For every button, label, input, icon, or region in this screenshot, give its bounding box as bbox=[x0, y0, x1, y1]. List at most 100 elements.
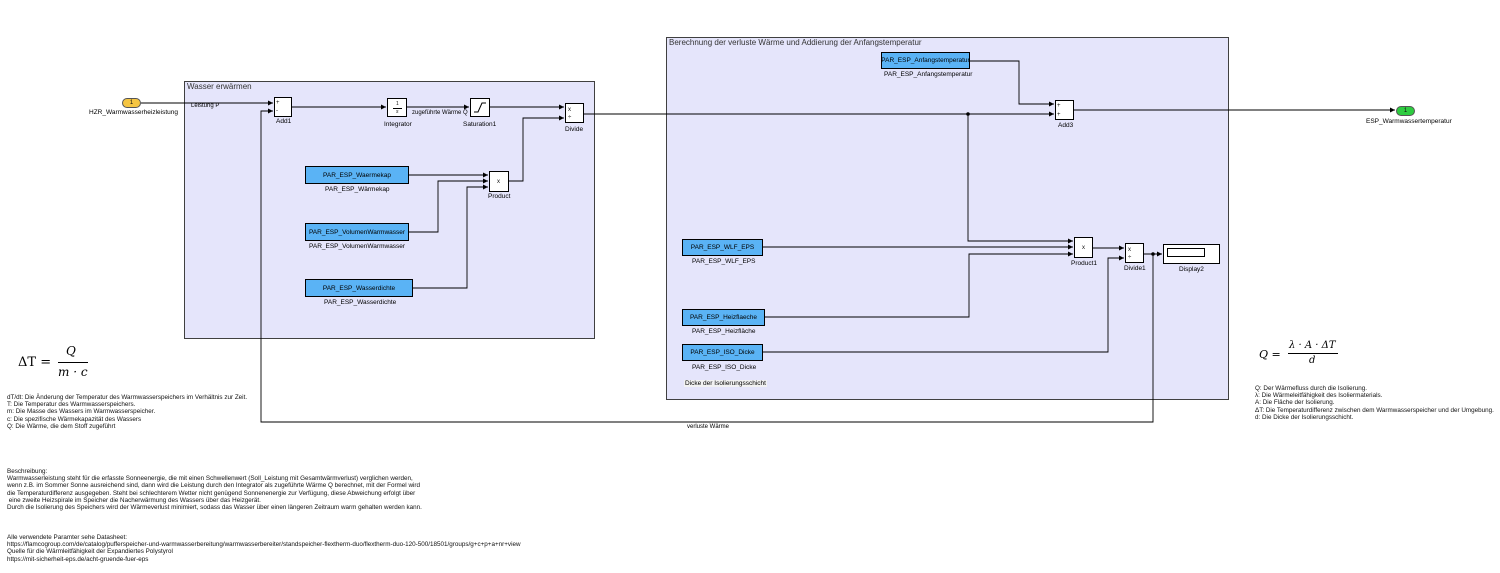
constant-waermekap[interactable]: PAR_ESP_Waermekap bbox=[305, 166, 409, 184]
formula-heat-flux: Q = λ · A · ΔT d bbox=[1259, 340, 1349, 370]
product-block[interactable]: x bbox=[489, 171, 509, 192]
display2-label: Display2 bbox=[1179, 266, 1204, 273]
constant-anfang[interactable]: PAR_ESP_Anfangstemperatur bbox=[881, 52, 970, 69]
constant-iso-value: PAR_ESP_ISO_Dicke bbox=[690, 349, 755, 356]
legend-left-line: m: Die Masse des Wassers im Warmwassersp… bbox=[7, 408, 156, 416]
divide-sign-mul: x bbox=[568, 107, 571, 113]
display2-block[interactable] bbox=[1163, 244, 1220, 264]
description-line: wenn z.B. im Sommer Sonne ausreichend si… bbox=[7, 482, 420, 490]
legend-left-line: dT/dt: Die Änderung der Temperatur des W… bbox=[7, 394, 248, 401]
add3-sign-plus-1: + bbox=[1057, 103, 1061, 109]
description-line: eine zweite Heizspirale im Speicher die … bbox=[7, 496, 261, 504]
outport-label: ESP_Warmwassertemperatur bbox=[1366, 118, 1452, 125]
integrator-label: Integrator bbox=[384, 121, 412, 128]
integrator-fraction-line bbox=[393, 108, 402, 109]
saturation-block[interactable] bbox=[470, 98, 490, 117]
formula-left-num: Q bbox=[66, 344, 76, 358]
formula-right-num: λ · A · ΔT bbox=[1289, 340, 1336, 351]
product-label: Product bbox=[488, 193, 511, 200]
sources-link[interactable]: https://flamcogroup.com/de/catalog/puffe… bbox=[7, 541, 521, 549]
add3-label: Add3 bbox=[1058, 122, 1074, 129]
add3-block[interactable]: + + bbox=[1055, 100, 1074, 120]
legend-right-line: Q: Der Wärmefluss durch die Isolierung. bbox=[1255, 385, 1367, 392]
constant-waermekap-value: PAR_ESP_Waermekap bbox=[323, 171, 391, 179]
legend-right-line: ΔT: Die Temperaturdifferenz zwischen dem… bbox=[1255, 406, 1494, 414]
wire-anfang-add3 bbox=[970, 60, 1054, 107]
integrator-block[interactable]: 1 s bbox=[387, 98, 407, 117]
area-heat-loss[interactable]: Berechnung der verluste Wärme und Addier… bbox=[666, 37, 1229, 400]
constant-anfang-value: PAR_ESP_Anfangstemperatur bbox=[881, 57, 970, 64]
formula-right-den: d bbox=[1309, 355, 1316, 366]
formula-left-lhs: ΔT = bbox=[18, 355, 52, 370]
add1-label: Add1 bbox=[276, 118, 292, 125]
description-line: die Temperaturdifferenz ausgegeben. Steh… bbox=[7, 489, 416, 497]
inport-label: HZR_Warmwasserheizleistung bbox=[89, 109, 178, 116]
area-heat-loss-title: Berechnung der verluste Wärme und Addier… bbox=[669, 38, 922, 47]
description-line: Warmwasserleistung steht für die erfasst… bbox=[7, 475, 413, 483]
constant-dichte-value: PAR_ESP_Wasserdichte bbox=[322, 284, 396, 292]
divide1-sign-mul: x bbox=[1128, 247, 1131, 253]
formula-delta-t: ΔT = Q m · c bbox=[18, 344, 98, 380]
integrator-den: s bbox=[396, 109, 399, 115]
constant-anfang-label: PAR_ESP_Anfangstemperatur bbox=[884, 71, 973, 78]
divide1-block[interactable]: x ÷ bbox=[1125, 243, 1144, 263]
add1-block[interactable]: + - bbox=[274, 97, 292, 117]
divide1-label: Divide1 bbox=[1124, 265, 1146, 272]
description: Beschreibung: Warmwasserleistung steht f… bbox=[7, 468, 422, 511]
constant-iso[interactable]: PAR_ESP_ISO_Dicke bbox=[682, 344, 763, 361]
wire-iso-divide1 bbox=[763, 255, 1124, 353]
signal-label-heat: zugeführte Wärme Q bbox=[412, 110, 468, 116]
legend-left-line: Q: Die Wärme, die dem Stoff zugeführt bbox=[7, 422, 116, 430]
constant-volumen[interactable]: PAR_ESP_VolumenWarmwasser bbox=[305, 223, 409, 241]
description-line: Durch die Isolierung des Speichers wird … bbox=[7, 504, 422, 512]
saturation-curve-icon bbox=[474, 102, 486, 113]
constant-waermekap-label: PAR_ESP_Wärmekap bbox=[325, 186, 390, 193]
formula-left-den: m · c bbox=[58, 365, 88, 379]
constant-dichte[interactable]: PAR_ESP_Wasserdichte bbox=[305, 279, 413, 297]
divide-sign-div: ÷ bbox=[568, 115, 572, 121]
product1-sign-mul: x bbox=[1082, 245, 1085, 251]
display2-screen bbox=[1167, 248, 1205, 257]
sources-link[interactable]: https://mit-sicherheit-eps.de/acht-gruen… bbox=[7, 555, 149, 563]
constant-wlf-value: PAR_ESP_WLF_EPS bbox=[690, 244, 755, 251]
formula-right-bar bbox=[1288, 353, 1338, 354]
legend-left-line: c: Die spezifische Wärmekapazität des Wa… bbox=[7, 415, 142, 423]
signal-label-power: Leistung P bbox=[191, 103, 220, 109]
constant-volumen-label: PAR_ESP_VolumenWarmwasser bbox=[309, 243, 406, 250]
legend-right: Q: Der Wärmefluss durch die Isolierung. … bbox=[1255, 385, 1494, 421]
constant-volumen-value: PAR_ESP_VolumenWarmwasser bbox=[308, 228, 406, 236]
area-water-heating-title: Wasser erwärmen bbox=[187, 82, 252, 91]
integrator-num: 1 bbox=[396, 101, 399, 107]
branch-dot-2 bbox=[1151, 252, 1155, 256]
constant-heizflaeche-label: PAR_ESP_Heizfläche bbox=[692, 328, 756, 335]
wire-product-divide bbox=[509, 115, 564, 182]
formula-left-bar bbox=[58, 362, 88, 363]
formula-right-lhs: Q = bbox=[1259, 348, 1281, 361]
wire-branch-product1 bbox=[967, 114, 1073, 244]
divide-label: Divide bbox=[565, 126, 584, 133]
outport-number: 1 bbox=[1403, 108, 1408, 114]
constant-heizflaeche-value: PAR_ESP_Heizflaeche bbox=[689, 314, 758, 321]
outport-temperature[interactable]: 1 bbox=[1396, 106, 1415, 116]
constant-wlf[interactable]: PAR_ESP_WLF_EPS bbox=[682, 239, 763, 256]
constant-heizflaeche[interactable]: PAR_ESP_Heizflaeche bbox=[682, 309, 765, 326]
product-sign-mul: x bbox=[497, 179, 500, 185]
add3-sign-plus-2: + bbox=[1057, 112, 1061, 118]
divide1-sign-div: ÷ bbox=[1128, 255, 1132, 261]
sources-line: Quelle für die Wärmleitfähigkeit der Exp… bbox=[7, 548, 173, 556]
sources-line: Alle verwendete Paramter sehe Datasheet: bbox=[7, 534, 128, 541]
divide-block[interactable]: x ÷ bbox=[565, 103, 584, 123]
signal-label-loss: verluste Wärme bbox=[687, 424, 730, 430]
wire-loss-feedback bbox=[260, 108, 1154, 423]
constant-dichte-label: PAR_ESP_Wasserdichte bbox=[324, 299, 397, 306]
inport-power[interactable]: 1 bbox=[122, 98, 141, 108]
legend-right-line: d: Die Dicke der Isolierungsschicht. bbox=[1255, 413, 1354, 421]
product1-label: Product1 bbox=[1071, 260, 1098, 267]
constant-iso-label: PAR_ESP_ISO_Dicke bbox=[692, 364, 757, 371]
iso-note: Dicke der Isolierungsschicht bbox=[684, 380, 767, 387]
constant-wlf-label: PAR_ESP_WLF_EPS bbox=[692, 258, 756, 265]
add1-sign-plus: + bbox=[276, 100, 280, 106]
product1-block[interactable]: x bbox=[1074, 237, 1093, 258]
description-line: Beschreibung: bbox=[7, 468, 48, 475]
